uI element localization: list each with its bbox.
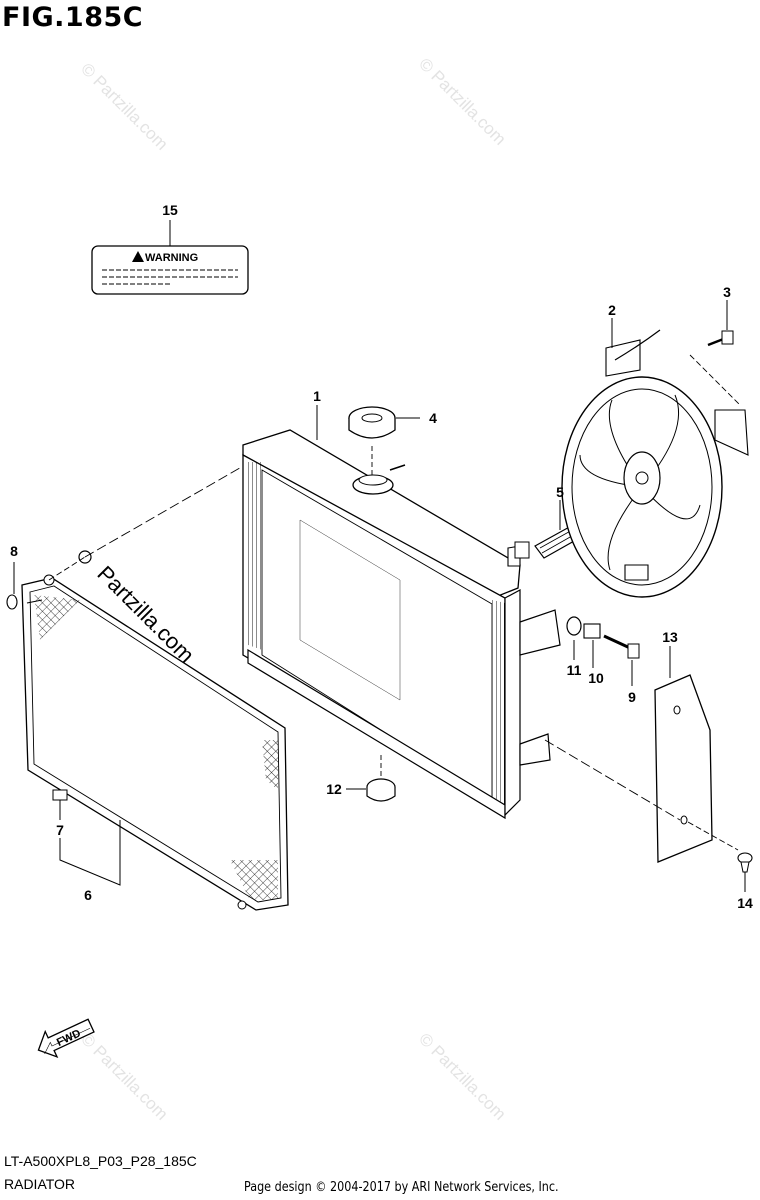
callout-10: 10 (588, 670, 604, 686)
warning-label[interactable]: WARNING (91, 245, 249, 295)
forward-arrow-icon: FWD (37, 1018, 95, 1059)
callout-3: 3 (723, 284, 731, 300)
callout-13: 13 (662, 629, 678, 645)
callout-5: 5 (556, 484, 564, 500)
fwd-text: FWD (55, 1027, 83, 1048)
callout-9: 9 (628, 689, 636, 705)
warning-triangle-icon (132, 251, 144, 262)
callout-2: 2 (608, 302, 616, 318)
callout-8: 8 (10, 543, 18, 559)
section-name: RADIATOR (4, 1176, 76, 1192)
mount-bushing[interactable] (566, 616, 582, 636)
mount-collar[interactable] (583, 623, 601, 639)
radiator-core[interactable] (242, 429, 521, 820)
watermark: © Partzilla.com (77, 59, 171, 153)
watermark: © Partzilla.com (415, 1029, 509, 1123)
radiator-cushion[interactable] (366, 778, 396, 802)
callout-12: 12 (326, 781, 342, 797)
side-seal-plate[interactable] (654, 674, 713, 863)
seal-clip[interactable] (737, 852, 753, 873)
callout-1: 1 (313, 388, 321, 404)
diagram-code: LT-A500XPL8_P03_P28_185C (4, 1153, 197, 1169)
warning-label-text: WARNING (145, 252, 198, 264)
watermark: © Partzilla.com (415, 54, 509, 148)
mount-bolt[interactable] (603, 634, 640, 659)
callout-6: 6 (84, 887, 92, 903)
copyright-notice: Page design © 2004-2017 by ARI Network S… (244, 1180, 559, 1195)
watermark: © Partzilla.com (77, 1029, 171, 1123)
callout-labels: 1 2 3 4 5 6 7 8 9 10 11 12 13 14 15 (10, 202, 753, 911)
callout-14: 14 (737, 895, 753, 911)
callout-7: 7 (56, 822, 64, 838)
radiator-cap[interactable] (348, 406, 396, 439)
callout-11: 11 (567, 662, 582, 678)
callout-4: 4 (429, 410, 437, 426)
figure-title: FIG.185C (2, 2, 144, 33)
radiator-guard[interactable] (21, 574, 289, 911)
cooling-fan[interactable] (561, 329, 749, 598)
callout-15: 15 (162, 202, 178, 218)
fan-bolt[interactable] (707, 330, 734, 347)
guard-clip[interactable] (6, 594, 18, 610)
